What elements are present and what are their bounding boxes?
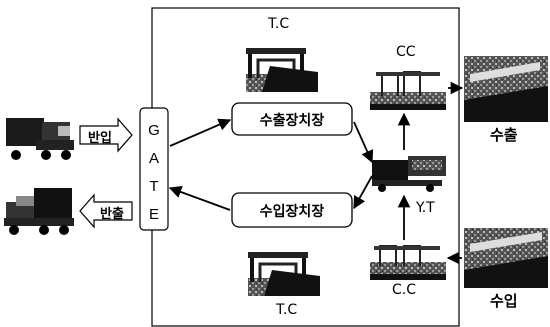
export-label: 수출 [490, 124, 518, 145]
gate-letter: E [140, 206, 168, 223]
arrow-export-to-yt [354, 122, 372, 162]
gate-letter: A [140, 150, 168, 167]
arrow-import-to-gate [170, 188, 230, 210]
truck-in-icon [6, 118, 74, 160]
yt-label: Y.T [416, 200, 435, 216]
export-yard-label: 수출장치장 [232, 110, 352, 130]
tc-bottom-photo [244, 246, 320, 296]
cc-top-label: CC [396, 44, 416, 60]
truck-out-icon [4, 188, 74, 235]
tc-bottom-label: T.C [276, 302, 297, 318]
carry-out-label: 반출 [94, 203, 130, 222]
ship-import-photo [464, 228, 548, 288]
gate-letter: T [140, 178, 168, 195]
carry-in-label: 반입 [82, 127, 118, 146]
arrow-gate-to-export [170, 120, 230, 146]
gate-letter: G [140, 122, 168, 139]
yt-photo [368, 152, 446, 192]
tc-top-label: T.C [268, 16, 289, 32]
cc-bottom-label: C.C [392, 282, 416, 298]
cc-bottom-photo [370, 244, 446, 280]
import-label: 수입 [490, 290, 518, 311]
arrow-yt-to-import [354, 176, 372, 208]
ship-export-photo [464, 56, 548, 122]
tc-top-photo [242, 40, 318, 92]
cc-top-photo [370, 70, 446, 110]
import-yard-label: 수입장치장 [232, 201, 352, 221]
